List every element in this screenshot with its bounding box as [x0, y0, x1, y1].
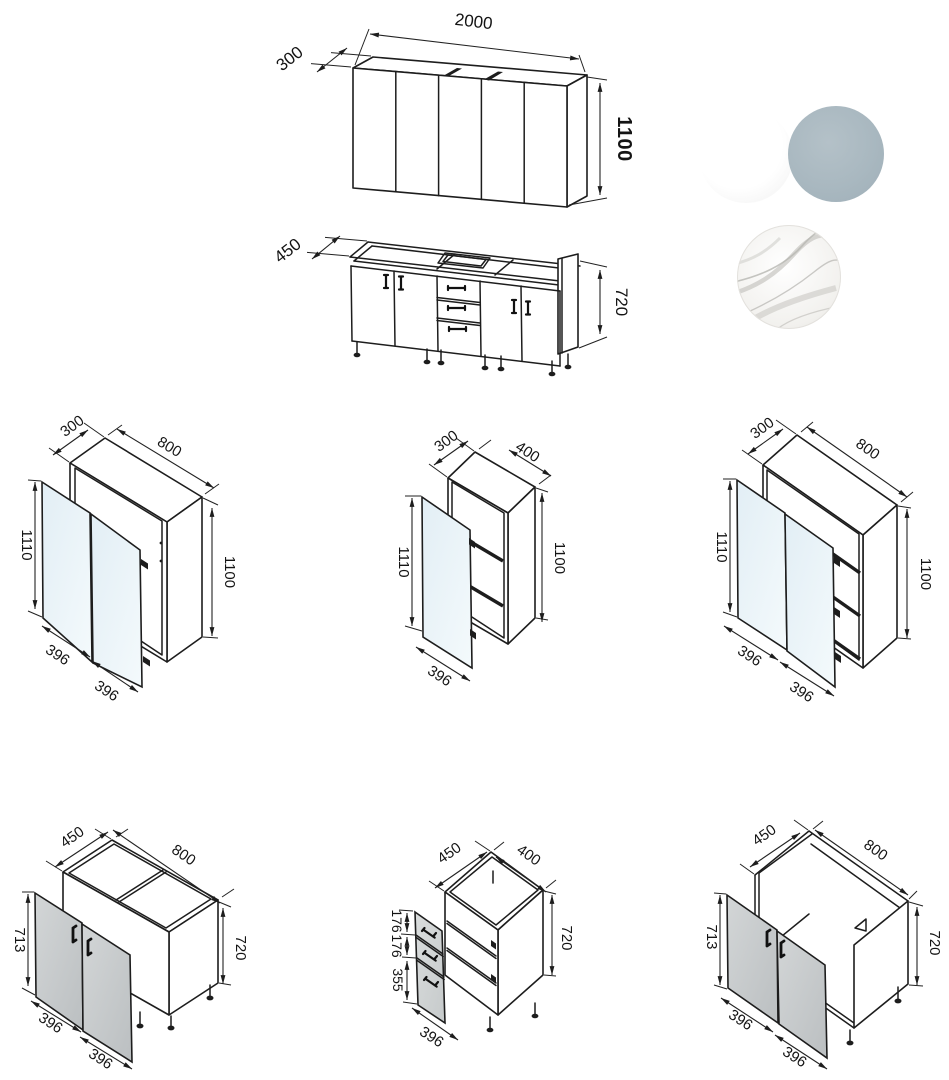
wall-cabinet-middle-drawing: 300 400 1110 1100 396 — [395, 427, 568, 690]
drawer-bottom-dim: 355 — [390, 968, 406, 992]
base-drawer-width-front-dim: 396 — [416, 1023, 446, 1051]
base-cabinet-drawer-drawing: 176 176 355 450 400 720 396 — [389, 839, 575, 1051]
upper-height-dim: 1100 — [613, 116, 635, 161]
facade-color-swatch-white — [699, 109, 793, 203]
wall-left-height-dim: 1100 — [221, 556, 238, 588]
door-top-edge-mark — [484, 71, 503, 81]
base-left-legs — [136, 984, 214, 1031]
sink-opening — [437, 252, 491, 269]
base-drawer-depth-dim: 450 — [434, 839, 464, 867]
wall-left-width-dim: 800 — [154, 433, 184, 460]
base-depth-dim: 450 — [271, 234, 305, 266]
base-sink-handles — [765, 928, 786, 959]
base-sink-door-right-dim: 396 — [779, 1043, 809, 1071]
wall-right-front-height-dim: 1110 — [713, 531, 730, 562]
door-panel-right — [784, 512, 836, 689]
base-assembly-handles — [382, 273, 532, 333]
base-drawer-height-dim: 720 — [558, 925, 575, 950]
base-sink-height-dim: 720 — [926, 930, 943, 955]
end-panel — [557, 253, 579, 355]
base-sink-door-left-dim: 396 — [725, 1006, 755, 1034]
door-panel-left — [726, 893, 779, 1025]
drawer-front-stack — [414, 910, 446, 1025]
door-panel-left — [41, 480, 93, 664]
upper-assembly-carcass — [352, 56, 588, 208]
wall-right-door-left-dim: 396 — [734, 642, 764, 670]
worktop-swatch-marble — [737, 225, 841, 329]
base-drawer-legs — [486, 1002, 539, 1033]
base-drawer-width-dim: 400 — [513, 841, 543, 869]
base-cabinets-assembly-drawing: 450 720 — [271, 234, 631, 377]
door-panel-right — [776, 929, 828, 1060]
wall-cabinet-left-drawing: 300 800 1110 1100 396 396 — [18, 412, 238, 705]
base-left-width-dim: 800 — [168, 841, 198, 869]
wall-right-width-dim: 800 — [852, 435, 882, 463]
base-sink-width-dim: 800 — [860, 836, 890, 864]
wall-cabinet-right-drawing: 300 800 1110 1100 396 396 — [713, 414, 934, 706]
base-sink-legs — [846, 986, 902, 1046]
base-drawer-carcass — [444, 851, 544, 1016]
wall-right-height-dim: 1100 — [917, 558, 934, 590]
drawer-top-dim: 176 — [389, 909, 405, 933]
door-top-edge-mark — [443, 68, 462, 77]
upper-cabinets-assembly-drawing: 2000 300 1100 — [273, 10, 635, 208]
base-left-handles — [71, 924, 93, 957]
base-sink-depth-dim: 450 — [749, 821, 779, 849]
upper-depth-dim: 300 — [273, 42, 307, 74]
wall-left-door-left-dim: 396 — [42, 641, 72, 669]
wall-left-depth-dim: 300 — [57, 412, 87, 440]
wall-middle-width-dim: 400 — [512, 438, 542, 466]
base-left-depth-dim: 450 — [57, 823, 87, 851]
base-cabinet-left-drawing: 450 800 713 720 396 396 — [11, 823, 249, 1073]
base-cabinet-sink-drawing: 450 800 713 720 396 396 — [703, 819, 943, 1071]
wall-middle-height-dim: 1100 — [551, 542, 568, 574]
base-assembly-carcass — [349, 241, 581, 367]
wall-right-hinges — [834, 556, 841, 663]
base-sink-front-height-dim: 713 — [703, 924, 720, 949]
wall-left-hinges — [141, 559, 150, 667]
wall-middle-hinges — [469, 538, 476, 640]
base-left-front-height-dim: 713 — [11, 927, 28, 952]
base-assembly-legs — [353, 341, 572, 377]
door-panel — [421, 495, 473, 670]
facade-color-swatch-blue-gray — [788, 106, 884, 202]
base-left-height-dim: 720 — [232, 935, 249, 960]
wall-middle-door-dim: 396 — [424, 662, 454, 690]
upper-width-dim: 2000 — [454, 10, 494, 33]
wall-left-front-height-dim: 1110 — [18, 529, 35, 560]
wall-right-depth-dim: 300 — [747, 414, 777, 442]
base-height-dim: 720 — [612, 288, 631, 316]
wall-middle-depth-dim: 300 — [431, 427, 461, 455]
door-panel-right — [90, 512, 143, 689]
drawer-middle-dim: 176 — [389, 934, 405, 958]
wall-middle-front-height-dim: 1110 — [395, 546, 412, 577]
wall-left-door-right-dim: 396 — [91, 677, 121, 705]
